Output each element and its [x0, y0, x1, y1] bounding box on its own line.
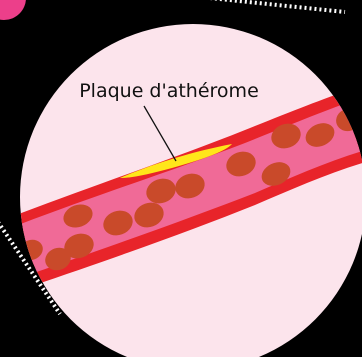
plaque-label: Plaque d'athérome	[79, 80, 259, 102]
